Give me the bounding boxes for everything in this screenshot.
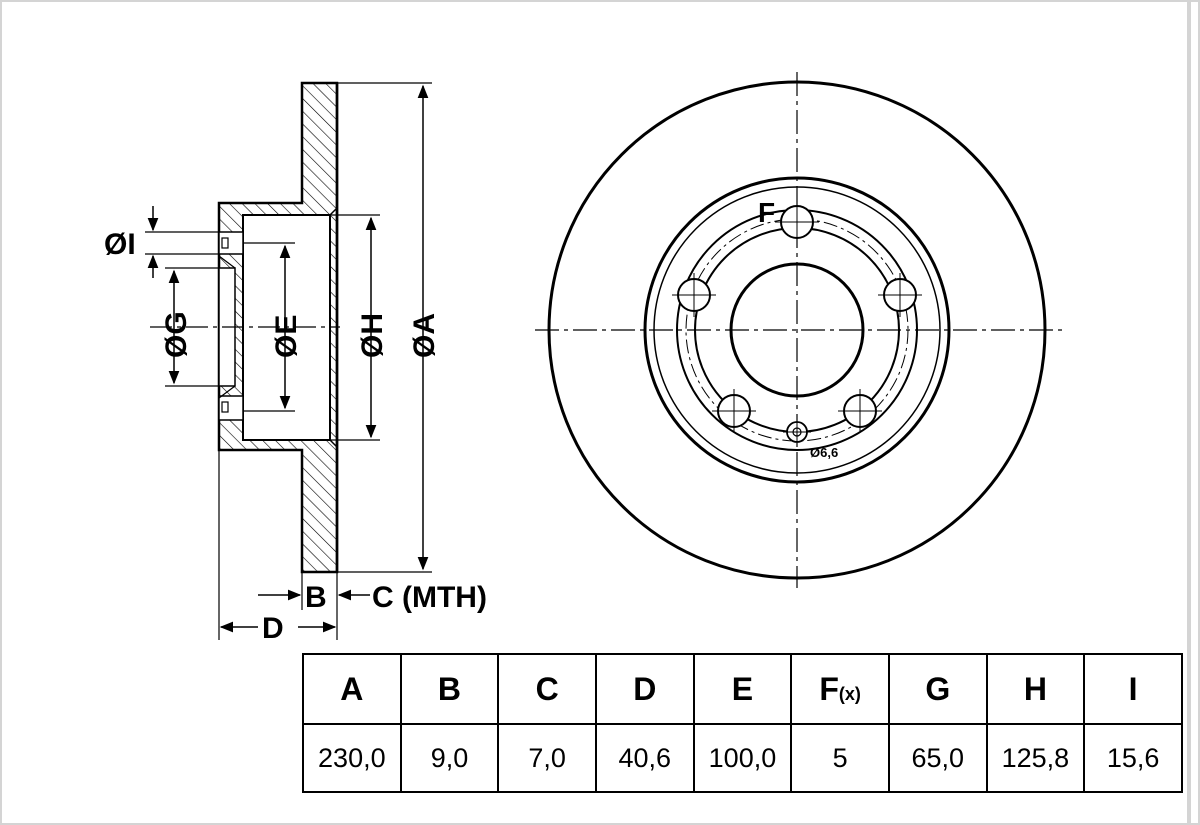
header-a-label: A (340, 670, 364, 707)
label-d: D (262, 612, 284, 645)
header-a: A (302, 653, 402, 725)
label-dia-i: ØI (104, 228, 136, 261)
header-i-label: I (1128, 670, 1138, 707)
value-d: 40,6 (594, 723, 695, 793)
header-e-label: E (731, 670, 754, 707)
side-section-view: ØA ØH ØE ØG ØI B C (MTH) D (104, 81, 487, 645)
label-d-bg (258, 607, 298, 641)
header-h: H (985, 653, 1086, 725)
header-g: G (887, 653, 988, 725)
header-c: C (497, 653, 597, 725)
header-b: B (399, 653, 500, 725)
bolt-hole-5 (838, 389, 882, 433)
spec-header-row: A B C D E F(x) G H I (302, 653, 1183, 725)
bolt-hole-top-inner (221, 237, 229, 249)
locating-hole (783, 418, 811, 446)
hat-step-top (329, 207, 338, 216)
header-b-label: B (437, 670, 462, 707)
value-f: 5 (790, 723, 890, 793)
value-a: 230,0 (302, 723, 402, 793)
value-b: 9,0 (399, 723, 500, 793)
bolt-hole-bottom-inner (221, 401, 229, 413)
label-dia-h: ØH (356, 313, 389, 358)
label-dia-e: ØE (270, 315, 303, 358)
value-c: 7,0 (497, 723, 597, 793)
header-f-sub: (x) (838, 683, 861, 704)
value-i: 15,6 (1083, 723, 1183, 793)
header-d-label: D (633, 670, 657, 707)
value-g: 65,0 (887, 723, 988, 793)
label-hole-dia: Ø6,6 (810, 445, 838, 460)
bolt-hole-top (218, 231, 244, 255)
value-e: 100,0 (692, 723, 793, 793)
label-dia-g: ØG (160, 311, 193, 358)
label-dia-a: ØA (408, 313, 441, 358)
bolt-hole-1 (775, 200, 819, 244)
hat-step-bottom (329, 439, 338, 448)
value-h: 125,8 (985, 723, 1086, 793)
header-e: E (692, 653, 793, 725)
spec-table: A B C D E F(x) G H I 230,0 9,0 7,0 40,6 … (302, 653, 1183, 793)
spec-value-row: 230,0 9,0 7,0 40,6 100,0 5 65,0 125,8 15… (302, 723, 1183, 793)
bolt-hole-2 (672, 273, 716, 317)
hub-chamfer-top (218, 255, 236, 269)
header-g-label: G (925, 670, 951, 707)
header-i: I (1083, 653, 1183, 725)
label-c-mth: C (MTH) (372, 581, 487, 614)
header-h-label: H (1023, 670, 1047, 707)
label-b: B (305, 581, 327, 614)
front-view: Ø6,6 F (535, 72, 1062, 588)
label-f: F (758, 197, 775, 228)
hub-chamfer-bottom (218, 385, 236, 399)
header-d: D (594, 653, 695, 725)
header-f-label: F (819, 670, 839, 707)
bolt-hole-4 (712, 389, 756, 433)
bolt-hole-bottom (218, 395, 244, 421)
header-f: F(x) (790, 653, 890, 725)
header-c-label: C (535, 670, 559, 707)
bolt-hole-3 (878, 273, 922, 317)
